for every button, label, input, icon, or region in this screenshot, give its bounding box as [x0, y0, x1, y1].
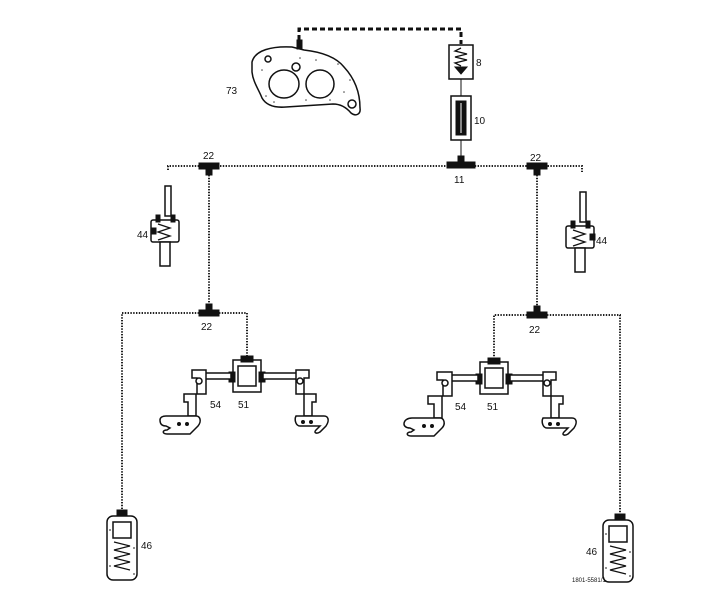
label-46-left: 46 [141, 541, 153, 552]
tee-22-lower-left [198, 303, 220, 317]
element-44-left [150, 185, 180, 267]
label-22-upper-right: 22 [530, 153, 542, 164]
reservoir-10 [450, 95, 472, 141]
check-valve-8 [448, 44, 474, 80]
tee-22-upper-left [198, 162, 220, 176]
unit-46-left [106, 509, 138, 581]
label-44-right: 44 [596, 236, 608, 247]
right-lower-line-to-unit [547, 314, 621, 516]
label-51-right: 51 [487, 402, 499, 413]
drawing-code: 1801-5581/1 [572, 578, 606, 584]
left-lower-line-to-actuator [219, 312, 248, 356]
actuator-51-left [198, 355, 298, 393]
vacuum-line-dashed [297, 27, 463, 44]
tee-11 [446, 155, 476, 169]
label-22-lower-left: 22 [201, 322, 213, 333]
tee-22-upper-right [526, 162, 548, 176]
label-54-right: 54 [455, 402, 467, 413]
label-44-left: 44 [137, 230, 149, 241]
label-73: 73 [226, 86, 238, 97]
lever-linkage-right [403, 371, 577, 437]
label-8: 8 [476, 58, 482, 69]
left-lower-line-to-unit [121, 312, 199, 512]
label-11: 11 [454, 175, 465, 186]
lever-linkage-left [159, 369, 329, 435]
label-51-left: 51 [238, 400, 250, 411]
unit-46-right [602, 513, 634, 583]
main-vacuum-line [167, 165, 583, 172]
label-10: 10 [474, 116, 486, 127]
label-46-right: 46 [586, 547, 598, 558]
manifold-assembly [251, 39, 361, 116]
manifold-speckle [261, 57, 351, 103]
label-54-left: 54 [210, 400, 222, 411]
element-44-right [565, 191, 596, 273]
tee-22-lower-right [526, 305, 548, 319]
actuator-51-right [445, 357, 545, 395]
label-22-lower-right: 22 [529, 325, 541, 336]
right-lower-line-to-actuator [493, 314, 527, 358]
label-22-upper-left: 22 [203, 151, 215, 162]
